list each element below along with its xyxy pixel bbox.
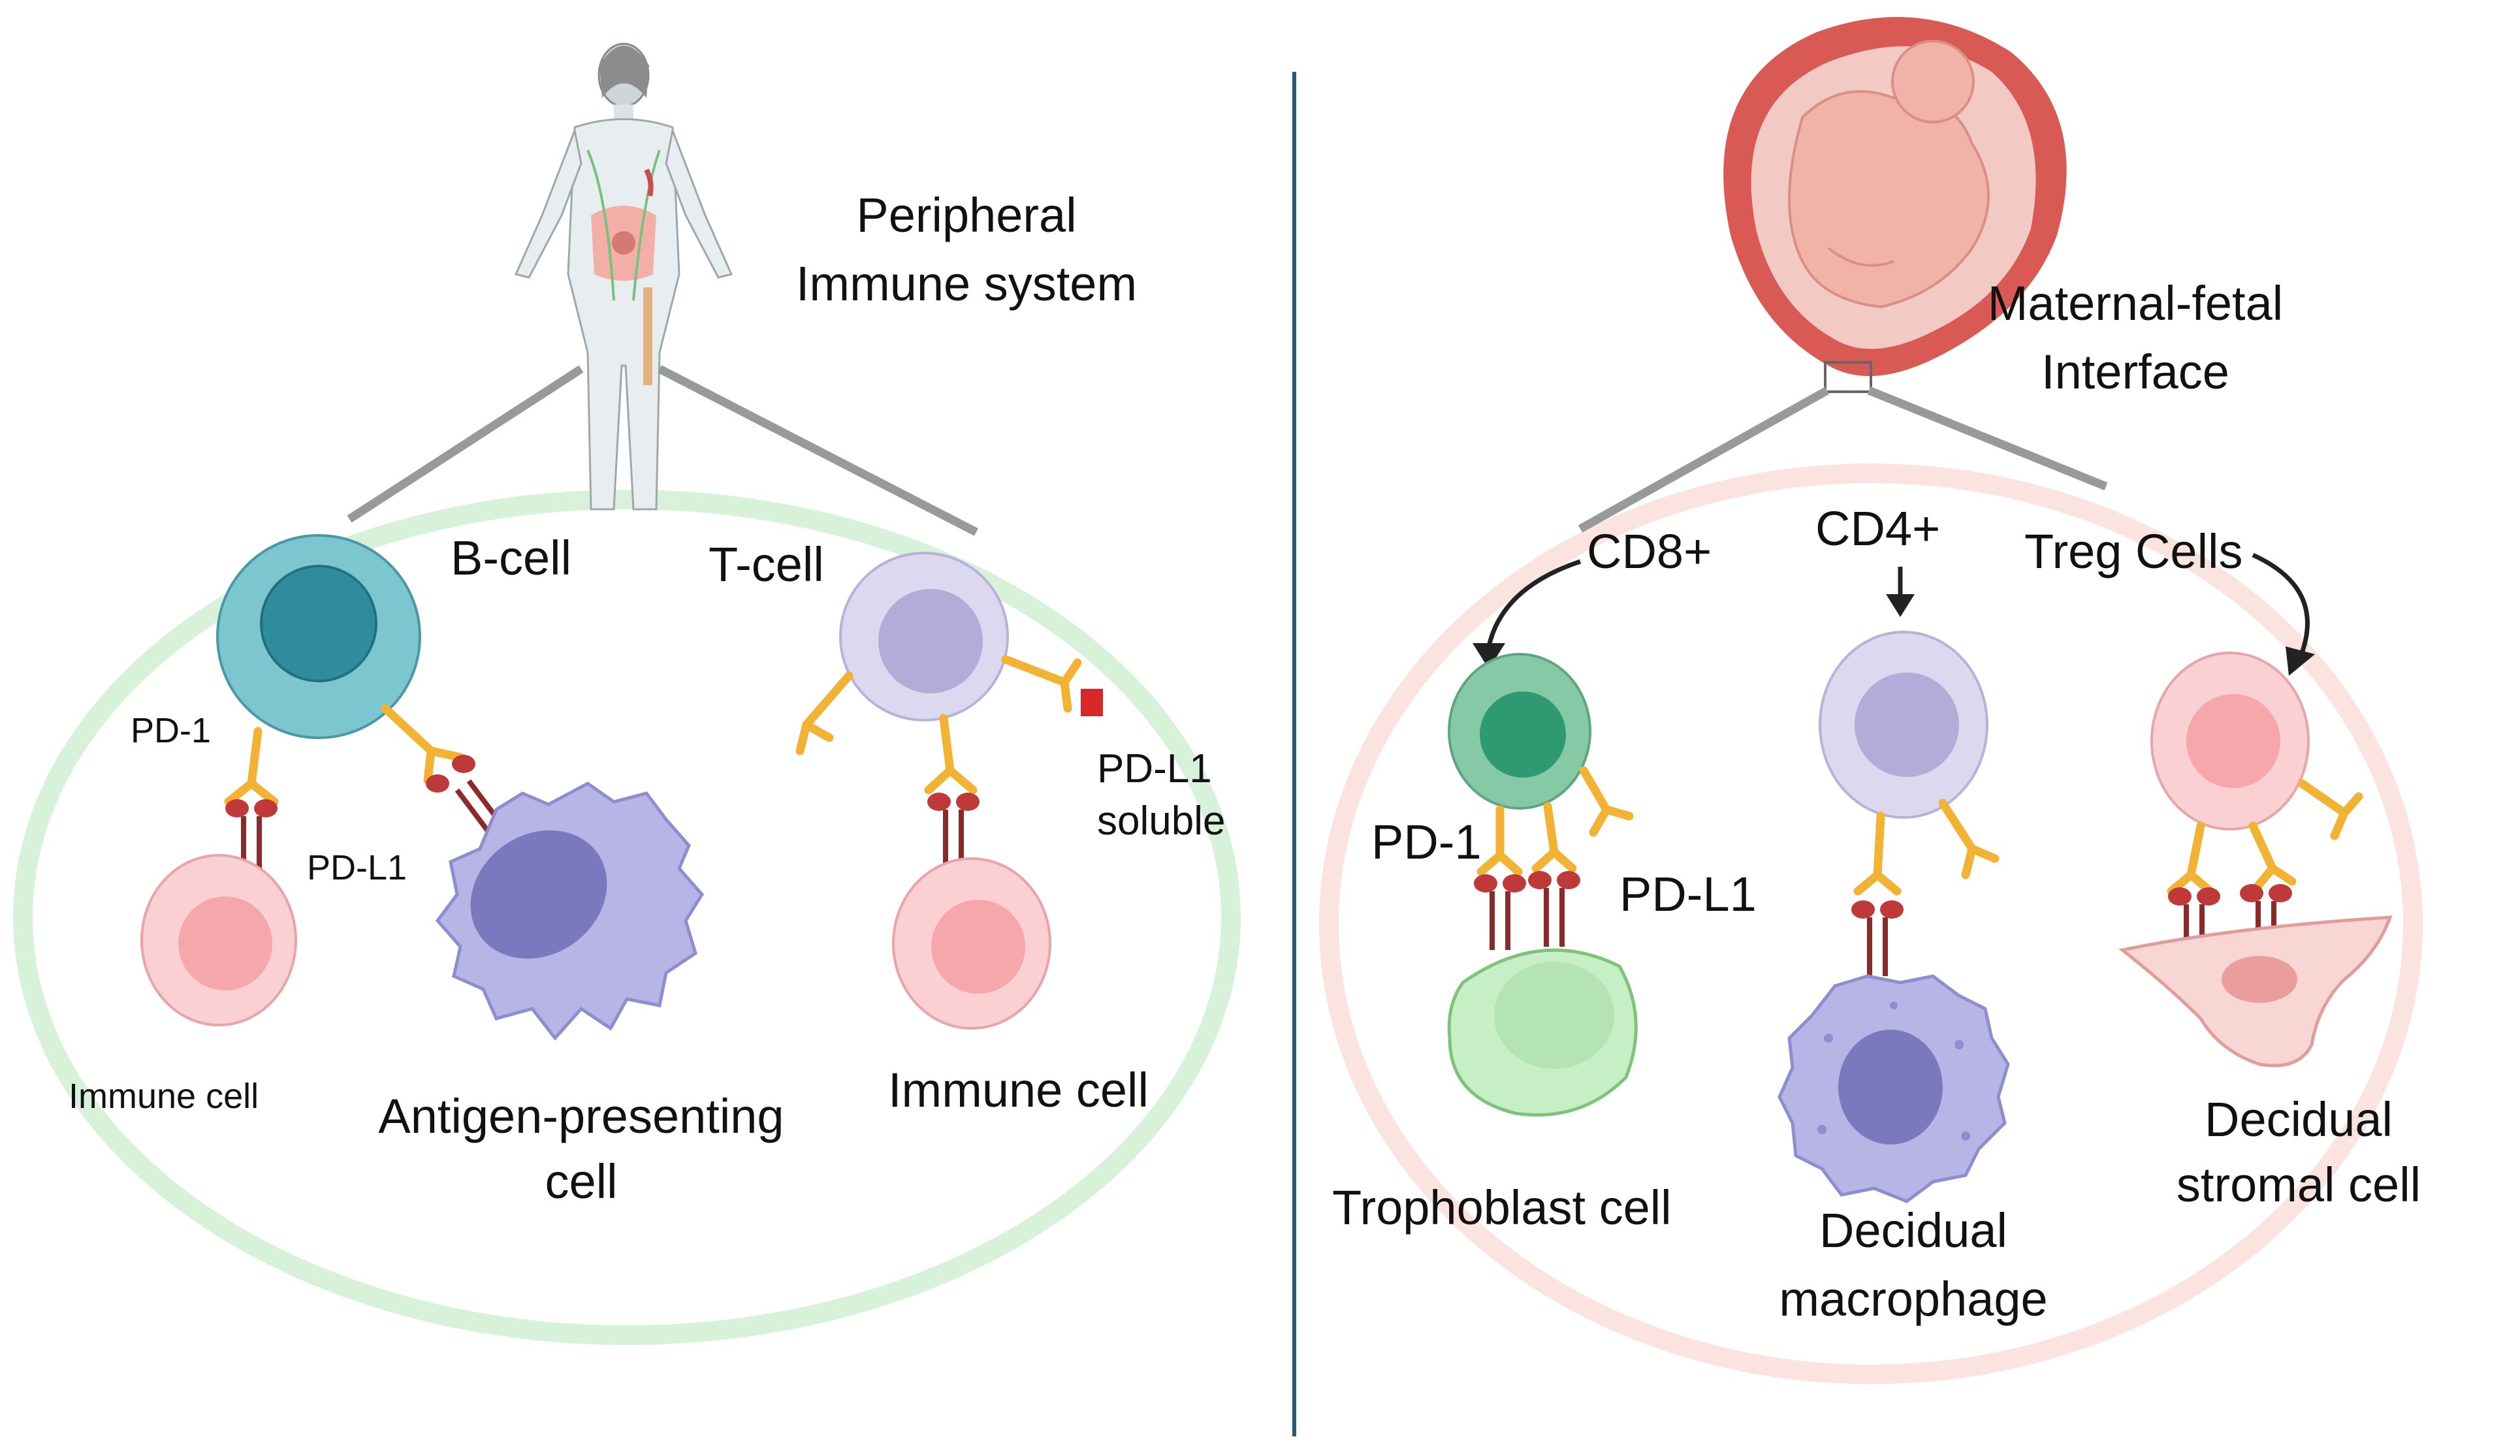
t-cell-label: T-cell — [709, 537, 824, 592]
pd1-label-left: PD-1 — [131, 711, 212, 750]
right-connector-line-2 — [1867, 386, 2108, 491]
immune-cell-right — [892, 857, 1051, 1030]
immune-cell-right-pdl1-ligand — [927, 793, 980, 868]
cd4-label: CD4+ — [1815, 501, 1941, 556]
pregnant-uterus-icon — [1723, 17, 2067, 393]
pd1-label-right: PD-1 — [1371, 815, 1482, 869]
immune-cell-small-label: Immune cell — [69, 1077, 259, 1116]
b-cell — [216, 534, 421, 739]
trophoblast-label: Trophoblast cell — [1332, 1180, 1672, 1235]
maternal-fetal-title-line2: Interface — [2041, 345, 2229, 399]
left-connector-line-1 — [347, 365, 584, 523]
pdl1-soluble-label-line1: PD-L1 — [1097, 746, 1212, 791]
pdl1-soluble-square — [1081, 689, 1103, 716]
maternal-fetal-title-line1: Maternal-fetal — [1987, 276, 2284, 330]
treg-receptors — [2167, 779, 2363, 896]
cd8-arrow — [1486, 559, 1582, 647]
b-cell-apc-receptor — [381, 704, 465, 785]
treg-label: Treg Cells — [2024, 524, 2243, 578]
treg-arrow — [2252, 552, 2310, 654]
stromal-label-line1: Decidual — [2205, 1092, 2393, 1147]
macrophage-label-line1: Decidual — [1819, 1203, 2007, 1258]
apc-label-line2: cell — [545, 1154, 618, 1209]
cd8-label: CD8+ — [1587, 524, 1712, 578]
cd4-receptors — [1853, 799, 2000, 896]
t-cell-right-receptor — [1001, 655, 1082, 713]
t-cell-down-receptor — [924, 714, 978, 795]
cd8-arrowhead-icon — [1473, 643, 1505, 669]
pdl1-soluble-label-line2: soluble — [1097, 799, 1226, 844]
cd8-receptors — [1476, 766, 1634, 876]
macrophage-pdl1-ligand — [1851, 900, 1904, 976]
b-cell-pd1-receptor — [224, 727, 279, 806]
left-panel-ellipse — [13, 490, 1241, 1345]
peripheral-title-line2: Immune system — [795, 257, 1138, 311]
cd4-cell — [1819, 631, 1988, 819]
peripheral-title-line1: Peripheral — [856, 188, 1077, 242]
b-cell-label: B-cell — [451, 531, 572, 585]
human-body-icon — [514, 42, 733, 511]
immune-cell-large-label: Immune cell — [888, 1063, 1149, 1117]
antigen-presenting-cell — [435, 782, 705, 1041]
cd4-arrowhead-icon — [1886, 594, 1915, 617]
trophoblast-pdl1-ligand-2 — [1528, 871, 1580, 947]
decidual-stromal-cell — [2118, 915, 2393, 1068]
stromal-label-line2: stromal cell — [2176, 1158, 2421, 1212]
apc-label-line1: Antigen-presenting — [378, 1089, 784, 1143]
left-connector-line-2 — [658, 365, 978, 536]
cd8-cell — [1448, 653, 1591, 810]
decidual-macrophage — [1778, 974, 2010, 1203]
t-cell — [839, 552, 1009, 721]
immune-cell-left — [140, 854, 297, 1026]
right-panel-ellipse — [1319, 464, 2423, 1384]
treg-arrowhead-icon — [2286, 646, 2315, 676]
pdl1-label-right: PD-L1 — [1619, 867, 1757, 921]
macrophage-label-line2: macrophage — [1779, 1272, 2048, 1326]
trophoblast-cell — [1447, 948, 1638, 1117]
pdl1-label-left: PD-L1 — [307, 848, 407, 887]
t-cell-left-receptor — [795, 671, 853, 755]
treg-cell — [2150, 652, 2310, 831]
trophoblast-pdl1-ligand-1 — [1474, 874, 1526, 950]
right-connector-line-1 — [1578, 387, 1830, 533]
